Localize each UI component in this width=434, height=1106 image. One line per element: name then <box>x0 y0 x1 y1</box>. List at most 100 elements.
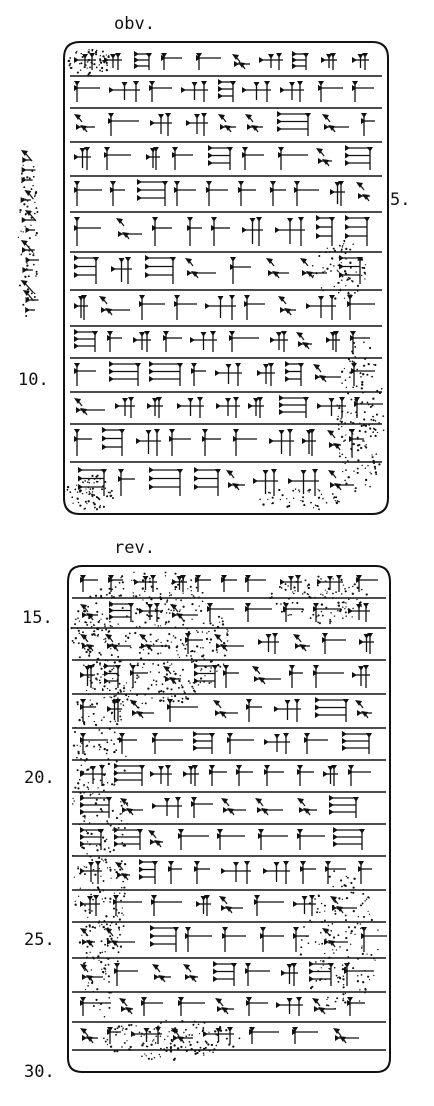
cuneiform-sign <box>145 255 176 284</box>
cuneiform-sign <box>359 633 374 654</box>
cuneiform-sign <box>80 928 95 948</box>
cuneiform-sign <box>218 79 236 102</box>
cuneiform-sign <box>270 181 286 206</box>
cuneiform-sign <box>264 765 284 786</box>
edge-sign <box>22 157 31 163</box>
cuneiform-sign <box>102 427 125 456</box>
edge-sign <box>25 257 39 263</box>
cuneiform-sign <box>191 363 206 386</box>
cuneiform-sign <box>254 895 284 916</box>
cuneiform-sign <box>116 218 142 240</box>
cuneiform-sign <box>109 361 141 386</box>
cuneiform-sign <box>80 964 103 983</box>
reverse-ruling-lines <box>72 597 386 1051</box>
cuneiform-sign <box>80 861 102 884</box>
cuneiform-sign <box>152 964 171 983</box>
edge-sign <box>20 280 34 294</box>
cuneiform-sign <box>345 215 370 246</box>
cuneiform-sign <box>163 666 181 685</box>
cuneiform-sign <box>163 331 182 352</box>
cuneiform-sign <box>74 429 92 456</box>
cuneiform-sign <box>74 329 98 352</box>
edge-sign <box>21 247 35 253</box>
cuneiform-sign <box>347 295 375 320</box>
cuneiform-sign <box>246 997 268 1016</box>
cuneiform-sign <box>258 633 279 654</box>
cuneiform-sign <box>80 1028 98 1044</box>
cuneiform-sign <box>281 963 298 986</box>
cuneiform-sign <box>110 181 125 206</box>
cuneiform-sign <box>107 699 122 722</box>
cuneiform-sign <box>152 217 172 246</box>
cuneiform-sign <box>104 147 131 170</box>
cuneiform-sign <box>258 829 288 850</box>
cuneiform-sign <box>203 1027 234 1044</box>
cuneiform-sign <box>348 765 371 786</box>
cuneiform-sign <box>74 53 96 70</box>
cuneiform-sign <box>139 603 161 622</box>
cuneiform-sign <box>139 634 170 652</box>
line-number-20: 20. <box>24 768 55 788</box>
cuneiform-sign <box>119 998 133 1015</box>
cuneiform-sign <box>194 663 218 688</box>
cuneiform-sign <box>270 331 288 352</box>
cuneiform-sign <box>104 53 122 70</box>
cuneiform-sign <box>80 765 106 786</box>
cuneiform-sign <box>105 928 135 948</box>
cuneiform-sign <box>293 927 309 952</box>
cuneiform-sign <box>238 181 256 206</box>
cuneiform-sign <box>119 733 137 754</box>
cuneiform-sign <box>147 397 163 418</box>
cuneiform-sign <box>148 830 163 848</box>
cuneiform-sign <box>361 113 375 136</box>
cuneiform-sign <box>107 331 122 352</box>
cuneiform-sign <box>80 575 98 592</box>
cuneiform-sign <box>113 895 142 916</box>
cuneiform-sign <box>230 257 251 284</box>
cuneiform-sign <box>221 575 237 592</box>
cuneiform-sign <box>215 998 234 1015</box>
cuneiform-signs <box>74 51 387 1044</box>
cuneiform-sign <box>170 604 198 621</box>
edge-sign <box>24 190 34 200</box>
cuneiform-sign <box>118 469 135 496</box>
cuneiform-sign <box>344 963 374 986</box>
cuneiform-sign <box>274 699 301 722</box>
line-number-25: 25. <box>24 930 55 950</box>
cuneiform-sign <box>329 795 359 818</box>
cuneiform-sign <box>316 148 332 167</box>
cuneiform-sign <box>185 927 212 952</box>
left-edge-signs <box>20 150 39 313</box>
cuneiform-sign <box>349 429 364 456</box>
edge-sign <box>25 297 39 303</box>
cuneiform-sign <box>322 114 349 133</box>
cuneiform-sign <box>78 467 107 496</box>
cuneiform-sign <box>242 217 263 246</box>
cuneiform-sign <box>194 467 221 496</box>
cuneiform-sign <box>263 861 290 884</box>
cuneiform-sign <box>232 54 250 70</box>
cuneiform-sign <box>309 961 334 986</box>
cuneiform-sign <box>219 896 243 914</box>
cuneiform-sign <box>167 699 198 722</box>
cuneiform-sign <box>193 731 215 754</box>
cuneiform-sign <box>215 363 242 386</box>
cuneiform-sign <box>207 603 234 622</box>
cuneiform-sign <box>114 763 145 786</box>
cuneiform-sign <box>74 114 95 133</box>
cuneiform-sign <box>195 575 211 592</box>
cuneiform-sign <box>227 733 254 754</box>
cuneiform-sign <box>297 765 314 786</box>
cuneiform-sign <box>183 765 199 786</box>
cuneiform-sign <box>161 53 182 70</box>
cuneiform-sign <box>191 797 213 818</box>
cuneiform-sign <box>259 53 283 70</box>
cuneiform-sign <box>177 397 204 418</box>
cuneiform-sign <box>292 51 309 70</box>
cuneiform-sign <box>208 145 233 170</box>
cuneiform-sign <box>181 81 208 102</box>
cuneiform-sign <box>249 1027 279 1044</box>
cuneiform-sign <box>278 296 296 316</box>
cuneiform-sign <box>264 733 290 754</box>
cuneiform-sign <box>185 633 203 654</box>
